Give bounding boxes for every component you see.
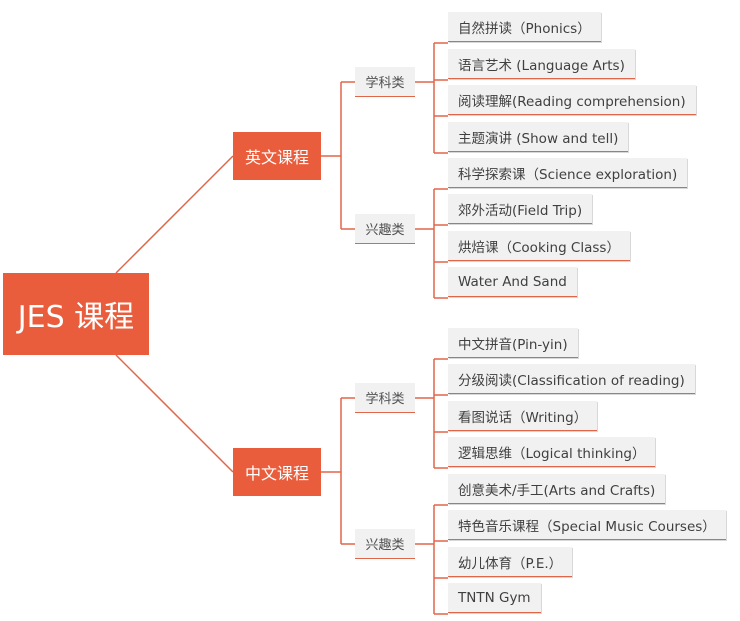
leaf-tntn-gym[interactable]: TNTN Gym: [448, 583, 541, 613]
leaf-science-exploration[interactable]: 科学探索课（Science exploration): [448, 158, 688, 188]
group-en-interest[interactable]: 兴趣类: [355, 214, 415, 244]
group-en-academic[interactable]: 学科类: [355, 67, 415, 97]
leaf-cooking-class[interactable]: 烘焙课（Cooking Class）: [448, 231, 630, 261]
connector-en-academic-leaves: [415, 42, 448, 154]
leaf-pin-yin[interactable]: 中文拼音(Pin-yin): [448, 328, 578, 358]
leaf-writing[interactable]: 看图说话（Writing）: [448, 401, 598, 431]
connector-cn-academic-leaves: [415, 358, 448, 469]
root-node[interactable]: JES 课程: [3, 273, 149, 355]
leaf-field-trip[interactable]: 郊外活动(Field Trip): [448, 194, 593, 224]
connector-root-english: [115, 155, 234, 274]
connector-chinese-groups: [321, 397, 355, 545]
connector-root-chinese: [115, 354, 234, 473]
leaf-water-and-sand[interactable]: Water And Sand: [448, 267, 577, 297]
leaf-show-and-tell[interactable]: 主题演讲 (Show and tell): [448, 122, 629, 152]
branch-chinese-courses[interactable]: 中文课程: [233, 448, 321, 496]
connector-cn-interest-leaves: [415, 504, 448, 615]
leaf-logical-thinking[interactable]: 逻辑思维（Logical thinking）: [448, 437, 656, 467]
connector-english-groups: [321, 81, 355, 230]
leaf-special-music-courses[interactable]: 特色音乐课程（Special Music Courses）: [448, 510, 726, 540]
branch-english-courses[interactable]: 英文课程: [233, 132, 321, 180]
leaf-phonics[interactable]: 自然拼读（Phonics）: [448, 12, 601, 42]
leaf-classification-of-reading[interactable]: 分级阅读(Classification of reading): [448, 364, 695, 394]
connector-en-interest-leaves: [415, 188, 448, 299]
leaf-arts-and-crafts[interactable]: 创意美术/手工(Arts and Crafts): [448, 474, 666, 504]
group-cn-academic[interactable]: 学科类: [355, 383, 415, 413]
group-cn-interest[interactable]: 兴趣类: [355, 529, 415, 559]
leaf-reading-comprehension[interactable]: 阅读理解(Reading comprehension): [448, 85, 696, 115]
leaf-pe[interactable]: 幼儿体育（P.E.）: [448, 547, 573, 577]
leaf-language-arts[interactable]: 语言艺术 (Language Arts): [448, 49, 635, 79]
